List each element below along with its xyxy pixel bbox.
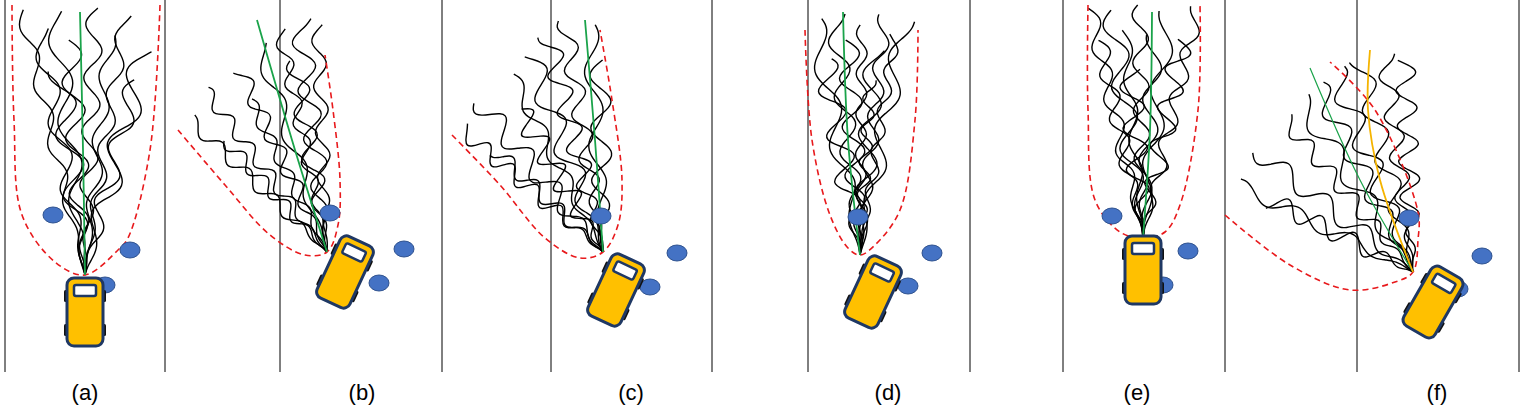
sampled-trajectory bbox=[1088, 8, 1143, 238]
panel-label: (b) bbox=[349, 380, 376, 406]
lane-line bbox=[280, 0, 281, 372]
panel-drawing bbox=[452, 20, 687, 330]
panel-drawing bbox=[1225, 50, 1492, 342]
sampled-trajectory bbox=[1241, 179, 1413, 272]
envelope-boundary bbox=[12, 5, 160, 275]
sampled-trajectory bbox=[857, 80, 876, 255]
obstacle bbox=[922, 245, 942, 261]
selected-trajectory bbox=[1310, 68, 1413, 272]
lane-line bbox=[1063, 0, 1064, 372]
sampled-trajectory bbox=[195, 115, 327, 252]
vehicle-body bbox=[585, 252, 646, 329]
panel-drawing bbox=[805, 12, 942, 332]
vehicle-body bbox=[314, 234, 375, 311]
lane-line bbox=[5, 0, 6, 372]
panel-label: (f) bbox=[1427, 380, 1448, 406]
lane-line bbox=[1519, 0, 1520, 372]
alternative-trajectory bbox=[1368, 50, 1413, 272]
windshield bbox=[870, 263, 895, 282]
obstacle bbox=[1178, 243, 1198, 259]
obstacle bbox=[394, 241, 414, 257]
sampled-trajectory bbox=[19, 10, 85, 275]
sampled-trajectory bbox=[1396, 60, 1420, 272]
lane-line bbox=[442, 0, 443, 372]
panel-drawing bbox=[178, 19, 414, 312]
vehicle bbox=[312, 232, 379, 311]
windshield bbox=[74, 285, 96, 296]
sampled-trajectory bbox=[287, 61, 327, 252]
panel-label: (e) bbox=[1124, 380, 1151, 406]
sampled-trajectory bbox=[1143, 6, 1199, 238]
vehicle-body bbox=[1125, 236, 1161, 304]
panel-label: (d) bbox=[875, 380, 902, 406]
obstacle bbox=[591, 208, 611, 224]
panel-drawing bbox=[12, 5, 160, 346]
envelope-boundary bbox=[452, 30, 622, 258]
sampled-trajectory bbox=[521, 109, 603, 252]
lane-line bbox=[1357, 0, 1358, 372]
selected-trajectory bbox=[80, 12, 85, 275]
envelope-boundary bbox=[1087, 5, 1200, 238]
selected-trajectory bbox=[1143, 12, 1152, 238]
vehicle-body bbox=[67, 278, 103, 346]
windshield bbox=[342, 243, 367, 262]
sampled-trajectory bbox=[85, 52, 152, 275]
sampled-trajectory bbox=[209, 87, 327, 252]
obstacle bbox=[898, 278, 918, 294]
lane-line bbox=[1225, 0, 1226, 372]
lane-line bbox=[712, 0, 713, 372]
vehicle bbox=[1398, 262, 1468, 342]
sampled-trajectory bbox=[1289, 114, 1413, 272]
sampled-trajectory bbox=[466, 124, 603, 252]
sampled-trajectory bbox=[224, 141, 327, 252]
selected-trajectory bbox=[257, 20, 327, 252]
obstacle bbox=[120, 242, 140, 258]
obstacle bbox=[369, 275, 389, 291]
lane-line bbox=[165, 0, 166, 372]
panel-label: (c) bbox=[618, 380, 644, 406]
sampled-trajectory bbox=[1143, 11, 1173, 238]
lane-line bbox=[970, 0, 971, 372]
vehicle bbox=[583, 250, 650, 329]
lane-line bbox=[808, 0, 809, 372]
vehicle-body bbox=[842, 254, 903, 331]
obstacle bbox=[667, 245, 687, 261]
obstacle bbox=[1399, 210, 1419, 226]
envelope-boundary bbox=[805, 30, 918, 255]
sampled-trajectory bbox=[1379, 54, 1413, 272]
lane-line bbox=[551, 0, 552, 372]
obstacle bbox=[1102, 208, 1122, 224]
obstacle bbox=[1472, 248, 1492, 264]
obstacle bbox=[320, 205, 340, 221]
sampled-trajectory bbox=[860, 22, 915, 255]
windshield bbox=[613, 261, 638, 280]
envelope-boundary bbox=[178, 55, 340, 256]
sampled-trajectory bbox=[80, 8, 102, 275]
vehicle bbox=[64, 278, 106, 346]
panel-label: (a) bbox=[72, 380, 99, 406]
windshield bbox=[1132, 243, 1154, 254]
obstacle bbox=[848, 209, 868, 225]
vehicle-body bbox=[1400, 264, 1465, 341]
vehicle bbox=[1122, 236, 1164, 304]
panel-drawing bbox=[1087, 5, 1200, 304]
obstacle bbox=[43, 207, 63, 223]
vehicle bbox=[840, 252, 907, 331]
windshield bbox=[1431, 273, 1456, 294]
envelope-boundary bbox=[1225, 62, 1419, 290]
sampled-trajectory bbox=[514, 74, 603, 252]
sampled-trajectory bbox=[490, 156, 603, 252]
